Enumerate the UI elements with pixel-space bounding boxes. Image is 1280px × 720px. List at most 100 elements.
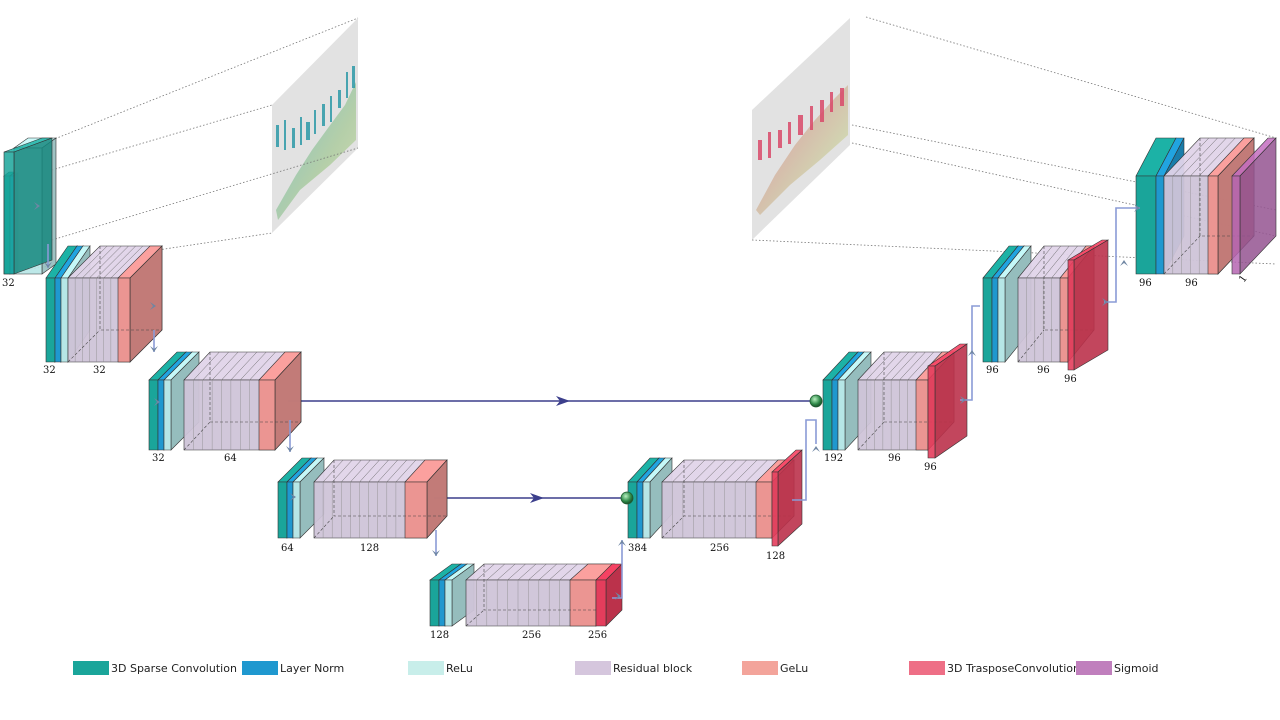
legend-label-sparse-conv: 3D Sparse Convolution [111, 661, 237, 675]
dec2-residual-stripe [882, 351, 910, 381]
bottleneck-residual-gelu-front [569, 579, 597, 627]
enc4-residual-stripe [368, 459, 389, 483]
concat-node-2 [620, 491, 634, 505]
dec3-norm-front [991, 277, 999, 363]
enc2-residual-stripe [82, 245, 115, 279]
dec3-residual-stripe [1026, 245, 1053, 279]
enc1-channels: 32 [2, 278, 15, 289]
bottleneck-residual-stripe [507, 563, 526, 581]
flow-dec2-dec3-head [968, 350, 976, 356]
dec2-transpose [927, 343, 968, 459]
enc4-residual-stripe [322, 459, 344, 483]
dec2-residual-stripe [866, 351, 893, 381]
unet-architecture-diagram: 32 32 32 32 64 64 128 128 256 256 384 25… [2, 16, 1277, 641]
dec1-transpose-front [771, 471, 779, 547]
legend-label-transpose-conv: 3D TrasposeConvolution [947, 661, 1080, 675]
dec3-channels-c: 96 [1064, 374, 1077, 385]
dec1-residual-hidden-edges [661, 460, 794, 539]
enc2-channels-b: 32 [93, 365, 106, 376]
legend-label-residual: Residual block [613, 661, 693, 675]
enc3-relu-front [163, 379, 172, 451]
inner-arrow-3 [290, 493, 296, 501]
dec1-norm-front [636, 481, 644, 539]
enc4-residual-stripe [359, 459, 380, 483]
dec1-residual-stripe [724, 459, 747, 483]
enc1-front [3, 137, 53, 275]
enc2-relu-front [60, 277, 69, 363]
enc4-channels-a: 64 [281, 543, 294, 554]
dec2-relu-front [837, 379, 846, 451]
enc3-residual-stripe [249, 351, 276, 381]
flow-bottleneck-dec1-head [618, 540, 626, 546]
enc3-channels-a: 32 [152, 453, 165, 464]
enc3-residual-stripe [230, 351, 258, 381]
out-residual-stripe [1190, 137, 1227, 177]
enc3-channels-b: 64 [224, 453, 237, 464]
enc4-conv-front [277, 481, 288, 539]
dec1-residual-body-front [661, 481, 773, 539]
enc3-residual-stripe [240, 351, 267, 381]
enc4-residual-hidden-edges [313, 460, 447, 539]
bottleneck-residual-stripe [549, 563, 568, 581]
legend-label-sigmoid: Sigmoid [1114, 661, 1159, 675]
legend-label-gelu: GeLu [780, 661, 809, 675]
out-residual-hidden-edges [1163, 138, 1254, 275]
enc3-conv-front [148, 379, 159, 451]
enc2-residual-gelu-front [117, 277, 131, 363]
inner-arrow-0 [34, 202, 40, 210]
legend-item-layer-norm: Layer Norm [242, 660, 344, 676]
enc4-norm-front [286, 481, 294, 539]
enc3-residual-hidden-edges [183, 352, 301, 451]
legend-item-sparse-conv: 3D Sparse Convolution [73, 660, 237, 676]
legend-swatch-transpose-conv [909, 661, 945, 675]
legend-swatch-relu [408, 661, 444, 675]
flow-enc3-enc4-head [286, 446, 294, 452]
enc3-residual-gelu-front [258, 379, 276, 451]
enc2-norm-front [54, 277, 62, 363]
dec3-residual-stripe [1034, 245, 1061, 279]
enc4-residual-stripe [386, 459, 407, 483]
legend-swatch-sparse-conv [73, 661, 109, 675]
inner-arrow-1 [150, 302, 156, 310]
out-channels-a: 96 [1139, 278, 1152, 289]
bottleneck-channels-b: 256 [522, 630, 541, 641]
dec3-relu-front [997, 277, 1006, 363]
bottleneck-norm-front [438, 579, 446, 627]
bottleneck-residual-stripe [517, 563, 537, 581]
enc1-front-front [3, 151, 15, 275]
legend-item-residual: Residual block [575, 660, 692, 676]
legend-swatch-sigmoid [1076, 661, 1112, 675]
enc2-residual-hidden-edges [67, 246, 162, 363]
dec1-channels-b: 256 [710, 543, 729, 554]
legend-item-transpose-conv: 3D TrasposeConvolution [909, 660, 1080, 676]
dec3-residual-stripe [1051, 245, 1078, 279]
legend-swatch-gelu [742, 661, 778, 675]
enc2-residual [67, 245, 163, 363]
out-conv-front [1135, 175, 1157, 275]
concat-node-1 [809, 394, 823, 408]
out-channels-c: 1 [1237, 273, 1250, 285]
bottleneck-residual-stripe [476, 563, 495, 581]
bottleneck-residual-stripe [538, 563, 557, 581]
out-channels-b: 96 [1185, 278, 1198, 289]
bottleneck-channels-a: 128 [430, 630, 449, 641]
enc4-residual-stripe [341, 459, 362, 483]
dec2-norm-front [831, 379, 839, 451]
dec2-residual-stripe [899, 351, 926, 381]
input-pointcloud-panel [9, 17, 359, 273]
flow-connectors [34, 202, 1140, 600]
inner-arrow-2 [154, 398, 160, 406]
legend: 3D Sparse Convolution Layer Norm ReLu Re… [0, 656, 1280, 680]
bottleneck-residual-hidden-edges [465, 564, 614, 627]
legend-swatch-layer-norm [242, 661, 278, 675]
dec1-channels-a: 384 [628, 543, 647, 554]
flow-enc1-enc2-head [44, 262, 52, 268]
enc4-relu-front [292, 481, 301, 539]
dec3-channels-b: 96 [1037, 365, 1050, 376]
enc4-residual-gelu-front [404, 481, 428, 539]
dec2-channels-a: 192 [824, 453, 843, 464]
bottleneck-transpose [595, 563, 623, 627]
dec1-residual-stripe [693, 459, 716, 483]
flow-dec3-out-head [1120, 260, 1128, 266]
enc4-residual-stripe [332, 459, 353, 483]
